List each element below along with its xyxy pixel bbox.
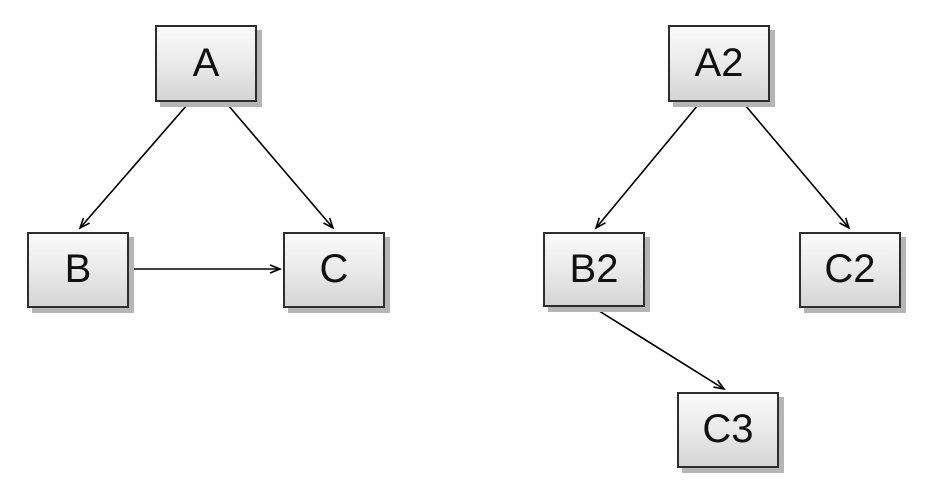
node-B: B xyxy=(27,232,129,308)
edge-B2-C3 xyxy=(595,308,726,391)
edge-A2-C2 xyxy=(744,104,851,230)
node-A: A xyxy=(155,25,257,102)
node-B2-label: B2 xyxy=(569,246,619,291)
node-B2: B2 xyxy=(543,232,645,307)
node-C2-label: C2 xyxy=(824,247,876,291)
node-C-label: C xyxy=(319,247,349,291)
node-A-label: A xyxy=(192,40,220,85)
node-C: C xyxy=(283,232,385,308)
node-C3-label: C3 xyxy=(702,407,754,451)
node-B-label: B xyxy=(64,247,92,291)
node-C3: C3 xyxy=(677,392,779,468)
edge-A2-B2 xyxy=(594,104,699,230)
edge-A-B xyxy=(78,104,188,230)
node-C2: C2 xyxy=(799,232,901,308)
edge-A-C xyxy=(227,104,335,230)
node-A2: A2 xyxy=(668,25,770,102)
node-A2-label: A2 xyxy=(694,40,744,85)
